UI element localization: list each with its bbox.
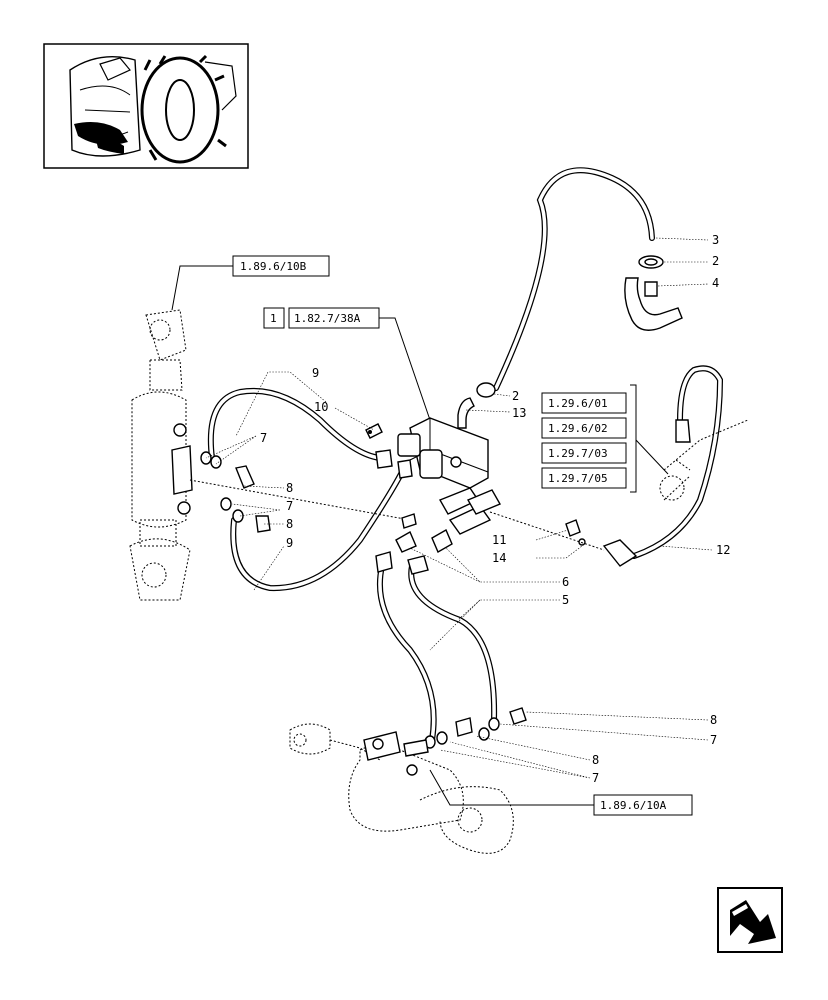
elbow-pipe: [624, 277, 683, 331]
hose-9-lower: [230, 469, 405, 592]
fitting-4: [644, 281, 658, 297]
hose-9-upper-fitting: [375, 449, 393, 469]
small-plug: [401, 513, 417, 529]
callout-9-upper: 9: [312, 366, 319, 380]
hose-5-right-fitting: [407, 555, 429, 575]
ref-38a-leader: [379, 317, 431, 421]
callout-10: 10: [314, 400, 328, 414]
hose-9-upper: [207, 387, 383, 461]
hose-9-lower-fitting: [397, 459, 413, 479]
callout-numbers: 3 2 4 2 13 9 10 7 8 7 8 9 11 14 12 6 5 8…: [260, 233, 730, 785]
axis-line-left: [189, 479, 411, 521]
svg-text:1: 1: [270, 312, 277, 325]
callout-11: 11: [492, 533, 506, 547]
pipe-12: [631, 365, 724, 559]
svg-text:1.89.6/10B: 1.89.6/10B: [240, 260, 307, 273]
callout-3: 3: [712, 233, 719, 247]
callout-8-lower-b: 8: [592, 753, 599, 767]
ref-box-1-29-6-01[interactable]: 1.29.6/01: [541, 392, 627, 414]
hose-clamp-lower: [476, 382, 496, 398]
callout-8-upper: 8: [286, 481, 293, 495]
lift-cylinder-left: [129, 309, 193, 601]
callout-14: 14: [492, 551, 506, 565]
callout-7-lower-a: 7: [710, 733, 717, 747]
fitting-6-right: [431, 529, 453, 553]
ref-box-1-89-6-10a[interactable]: 1.89.6/10A: [593, 794, 693, 816]
svg-text:1.29.6/02: 1.29.6/02: [548, 422, 608, 435]
ref-box-1-29-6-02[interactable]: 1.29.6/02: [541, 417, 627, 439]
tractor-location-thumbnail: [43, 43, 249, 169]
callout-13: 13: [512, 406, 526, 420]
ref-box-1[interactable]: 1: [263, 307, 285, 329]
next-page-arrow-icon[interactable]: [717, 887, 783, 953]
callout-7-upper: 7: [260, 431, 267, 445]
callout-7-mid: 7: [286, 499, 293, 513]
ref-box-1-89-6-10b[interactable]: 1.89.6/10B: [232, 255, 330, 277]
hose-clamp-top-inner: [644, 258, 658, 266]
callout-6: 6: [562, 575, 569, 589]
bolt-10: [365, 423, 383, 439]
washers-left-upper: [200, 451, 255, 489]
callout-2-top: 2: [712, 254, 719, 268]
svg-text:1.29.7/03: 1.29.7/03: [548, 447, 608, 460]
pipe-12-end: [675, 419, 691, 443]
svg-text:1.29.7/05: 1.29.7/05: [548, 472, 608, 485]
ref-group-bracket: [630, 384, 637, 493]
svg-text:1.89.6/10A: 1.89.6/10A: [600, 799, 667, 812]
callout-leaders: [205, 237, 713, 779]
washers-lower: [424, 707, 527, 749]
trailer-coupling-sketch: [663, 419, 749, 501]
callout-8-lower-a: 8: [710, 713, 717, 727]
hose-3: [493, 167, 655, 391]
washers-left-lower: [220, 497, 271, 533]
pipe-12-fitting: [602, 539, 638, 567]
svg-text:1.82.7/38A: 1.82.7/38A: [294, 312, 361, 325]
callout-7-lower-b: 7: [592, 771, 599, 785]
ref-box-1-29-7-05[interactable]: 1.29.7/05: [541, 467, 627, 489]
ref-group-leader: [635, 439, 669, 475]
callout-4: 4: [712, 276, 719, 290]
fitting-6-left: [395, 531, 417, 553]
callout-8-mid: 8: [286, 517, 293, 531]
fitting-11: [565, 519, 581, 537]
hose-5-right: [408, 563, 498, 723]
callout-9-lower: 9: [286, 536, 293, 550]
seal-14: [578, 538, 586, 546]
hose-5-left-fitting: [375, 551, 393, 573]
hose-5-left: [376, 563, 437, 743]
callout-2-lower: 2: [512, 389, 519, 403]
control-valve-block: [397, 417, 502, 535]
ref-10b-leader: [171, 265, 233, 311]
ref-box-1-82-7-38a[interactable]: 1.82.7/38A: [288, 307, 380, 329]
svg-text:1.29.6/01: 1.29.6/01: [548, 397, 608, 410]
fitting-13: [457, 397, 475, 429]
ref-10a-leader: [429, 769, 594, 806]
callout-12: 12: [716, 543, 730, 557]
lift-cylinder-lower: [289, 723, 514, 854]
callout-5: 5: [562, 593, 569, 607]
ref-box-1-29-7-03[interactable]: 1.29.7/03: [541, 442, 627, 464]
axis-line-right: [489, 511, 605, 551]
